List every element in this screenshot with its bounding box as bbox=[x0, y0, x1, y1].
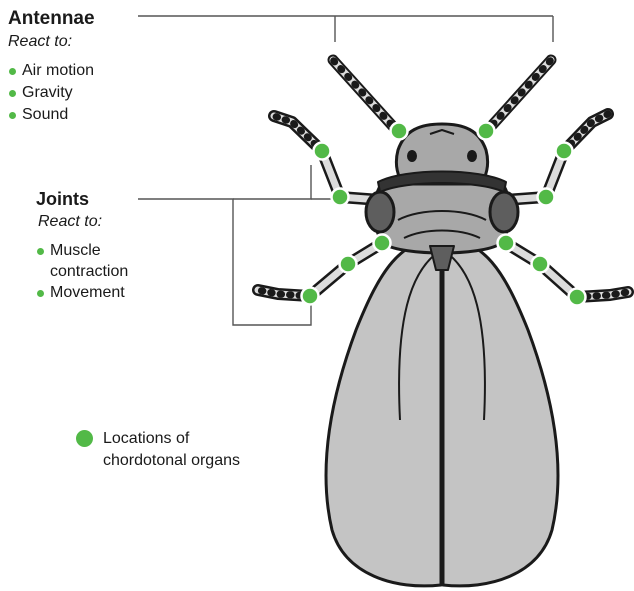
left-wing bbox=[326, 238, 441, 586]
antennae-label-block: Antennae React to: Air motion Gravity So… bbox=[8, 8, 95, 126]
left-coxa bbox=[366, 192, 394, 232]
organ-dot bbox=[391, 123, 408, 140]
right-coxa bbox=[490, 192, 518, 232]
legend-label: Locations of chordotonal organs bbox=[103, 428, 263, 472]
organ-dot bbox=[302, 288, 319, 305]
list-item: Muscle contraction bbox=[36, 240, 160, 282]
joints-heading: Joints bbox=[36, 188, 196, 210]
legend: Locations of chordotonal organs bbox=[76, 428, 263, 472]
antenna-right bbox=[486, 60, 551, 132]
list-item: Gravity bbox=[8, 82, 95, 104]
organ-dot bbox=[478, 123, 495, 140]
organ-dot bbox=[498, 235, 515, 252]
right-wing bbox=[443, 238, 558, 586]
antennae-leader-lines bbox=[138, 16, 553, 42]
antennae-heading: Antennae bbox=[8, 8, 95, 30]
joints-label-block: Joints React to: Muscle contraction Move… bbox=[36, 188, 196, 303]
organ-dot bbox=[556, 143, 573, 160]
antenna-left bbox=[333, 60, 398, 132]
joints-subheading: React to: bbox=[38, 212, 196, 232]
list-item: Sound bbox=[8, 104, 95, 126]
organ-dot bbox=[569, 289, 586, 306]
antennae-subheading: React to: bbox=[8, 32, 95, 52]
antennae-list: Air motion Gravity Sound bbox=[8, 60, 95, 126]
list-item: Air motion bbox=[8, 60, 95, 82]
organ-dot bbox=[538, 189, 555, 206]
joints-list: Muscle contraction Movement bbox=[36, 240, 196, 303]
green-dot-icon bbox=[76, 430, 93, 447]
organ-dot bbox=[340, 256, 357, 273]
list-item: Movement bbox=[36, 282, 196, 303]
organ-dot bbox=[332, 189, 349, 206]
organ-dot bbox=[314, 143, 331, 160]
organ-dot bbox=[532, 256, 549, 273]
organ-dot bbox=[374, 235, 391, 252]
